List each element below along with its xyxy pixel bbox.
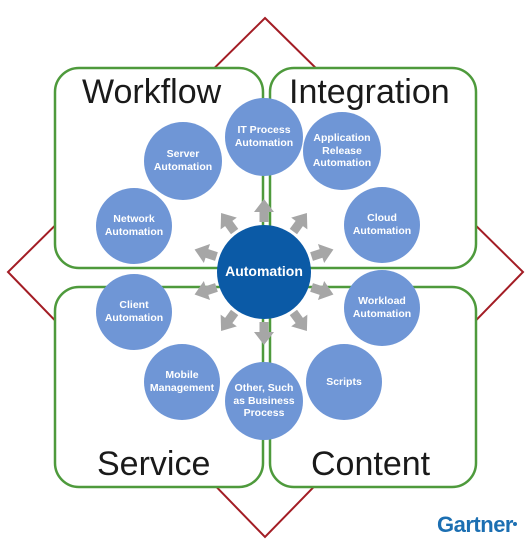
node-scripts: Scripts xyxy=(306,344,382,420)
arrow-to-it-process-automation xyxy=(254,199,274,222)
arrow-to-workload-automation xyxy=(310,281,334,301)
node-cloud-automation: Cloud Automation xyxy=(344,187,420,263)
node-mobile-management: Mobile Management xyxy=(144,344,220,420)
arrow-group xyxy=(194,199,334,345)
arrow-to-other-such-as-business-process xyxy=(254,322,274,345)
arrow-to-mobile-management xyxy=(220,309,239,332)
node-other-such-as-business-process: Other, Such as Business Process xyxy=(225,362,303,440)
arrow-to-application-release-automation xyxy=(289,212,308,235)
quadrant-label-workflow: Workflow xyxy=(82,73,222,111)
node-it-process-automation: IT Process Automation xyxy=(225,98,303,176)
node-automation-center: Automation xyxy=(217,225,311,319)
node-network-automation: Network Automation xyxy=(96,188,172,264)
node-client-automation: Client Automation xyxy=(96,274,172,350)
quadrant-label-content: Content xyxy=(311,445,431,483)
arrow-to-network-automation xyxy=(194,243,218,263)
quadrant-label-service: Service xyxy=(97,445,211,483)
node-server-automation: Server Automation xyxy=(144,122,222,200)
quadrant-label-integration: Integration xyxy=(289,73,450,111)
gartner-logo: Gartner xyxy=(437,512,513,537)
arrow-to-client-automation xyxy=(194,281,218,301)
node-workload-automation: Workload Automation xyxy=(344,270,420,346)
arrow-to-server-automation xyxy=(220,212,239,235)
arrow-to-scripts xyxy=(289,309,308,332)
arrow-to-cloud-automation xyxy=(310,243,334,263)
node-application-release-automation: Application Release Automation xyxy=(303,112,381,190)
gartner-logo-dot xyxy=(513,522,517,526)
